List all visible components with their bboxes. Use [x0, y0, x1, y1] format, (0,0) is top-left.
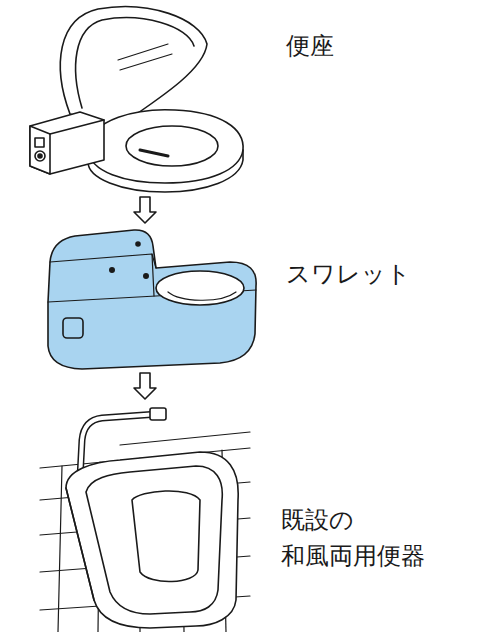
part-label: 既設の 和風両用便器 — [281, 502, 435, 574]
part-label: スワレット — [286, 256, 411, 292]
part-item: スワレット — [28, 226, 468, 370]
part-label: 便座 — [286, 28, 334, 64]
flow-arrow — [134, 197, 156, 223]
part-item: 既設の 和風両用便器 — [28, 402, 468, 628]
squat-toilet-drawing — [40, 408, 250, 632]
flow-arrow — [134, 373, 156, 399]
toilet-seat-drawing — [30, 7, 243, 192]
swalette-drawing — [48, 230, 256, 369]
part-item: 便座 — [28, 4, 468, 194]
